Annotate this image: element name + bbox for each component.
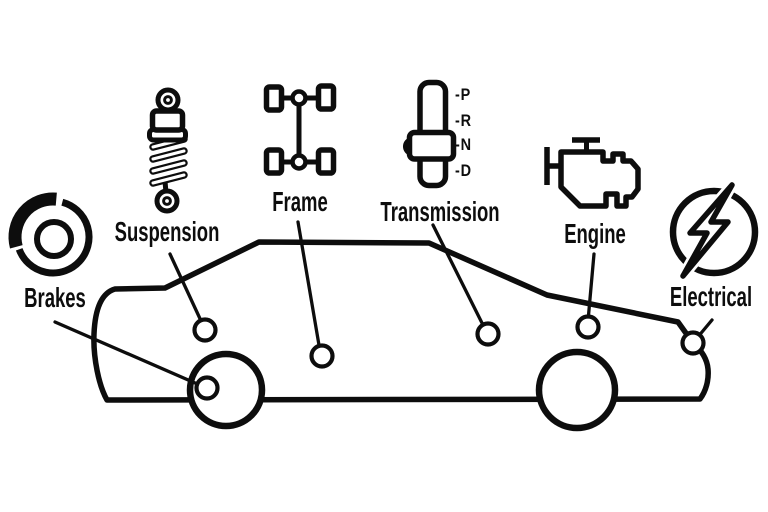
suspension-point — [192, 317, 218, 343]
lightning-bolt-icon — [669, 179, 759, 282]
engine-leader-line — [586, 252, 596, 323]
brake-disc-icon — [8, 192, 93, 277]
label-frame: Frame — [272, 186, 328, 217]
electrical-point — [680, 330, 706, 356]
gear-indicator-drive: -D — [455, 161, 472, 180]
label-engine: Engine — [564, 218, 626, 249]
brakes-leader-line — [53, 320, 204, 388]
frame-point — [309, 343, 335, 369]
chassis-icon — [263, 83, 337, 176]
label-transmission: Transmission — [380, 196, 500, 227]
car-body-outline — [91, 239, 711, 403]
gear-indicator-neutral: -N — [455, 135, 472, 154]
suspension-leader-line — [168, 252, 204, 325]
rear-wheel — [535, 348, 619, 432]
label-brakes: Brakes — [24, 282, 86, 313]
gear-indicator-park: -P — [455, 85, 472, 104]
transmission-leader-line — [431, 223, 487, 331]
gear-indicator-reverse: -R — [455, 111, 472, 130]
shock-absorber-icon — [147, 87, 188, 214]
brakes-point — [194, 375, 220, 401]
gear-shifter-icon — [403, 79, 457, 189]
front-wheel — [186, 350, 266, 430]
engine-icon — [544, 137, 641, 209]
engine-point — [575, 314, 601, 340]
label-electrical: Electrical — [669, 281, 753, 312]
frame-leader-line — [296, 220, 322, 353]
label-suspension: Suspension — [114, 216, 220, 247]
transmission-point — [475, 321, 501, 347]
